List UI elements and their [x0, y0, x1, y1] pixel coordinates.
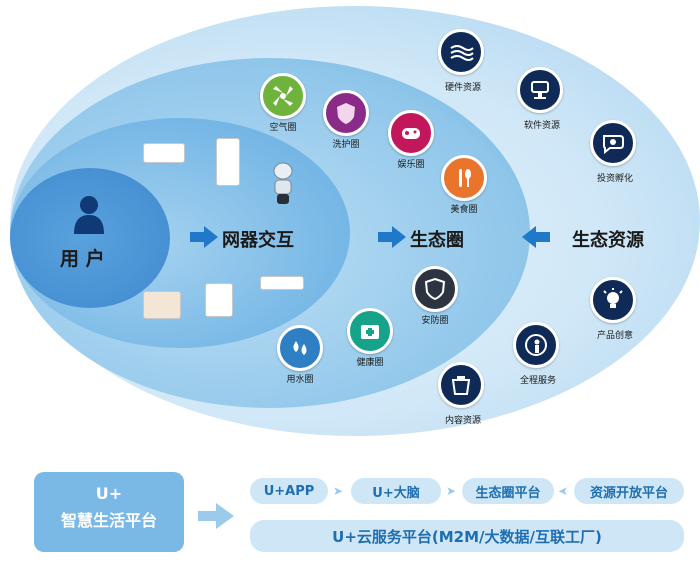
user-icon [72, 194, 106, 238]
chat-money-icon [590, 120, 636, 166]
resource-label: 投资孵化 [596, 174, 634, 184]
circle-label: 安防圈 [421, 316, 449, 326]
circle-label: 洗护圈 [332, 140, 360, 150]
arrow-left-icon [522, 226, 550, 248]
resource-label: 产品创意 [596, 331, 634, 341]
user-ellipse [10, 168, 170, 308]
circle-label: 健康圈 [356, 358, 384, 368]
resources-label: 生态资源 [572, 230, 644, 251]
circle-label: 用水圈 [286, 375, 314, 385]
resource-label: 硬件资源 [444, 83, 482, 93]
air-conditioner-icon [260, 276, 304, 290]
circle-label: 娱乐圈 [397, 160, 425, 170]
platform-arrow-icon [198, 503, 234, 529]
platform-title-line2: 智慧生活平台 [60, 511, 157, 530]
circle-label: 美食圈 [450, 205, 478, 215]
gear-waves-icon [438, 29, 484, 75]
medical-kit-icon [347, 308, 393, 354]
platform-box: U+ 智慧生活平台 [34, 472, 184, 552]
resource-label: 内容资源 [444, 416, 482, 426]
cloud-service-bar: U+云服务平台(M2M/大数据/互联工厂) [250, 520, 684, 552]
fan-icon [260, 73, 306, 119]
pill-ecosystem-platform: 生态圈平台 [462, 478, 554, 504]
content-folder-icon [438, 362, 484, 408]
small-arrow-icon: ➤ [333, 484, 344, 498]
small-arrow-icon: ➤ [446, 484, 457, 498]
lightbulb-icon [590, 277, 636, 323]
robot-icon [268, 162, 298, 210]
security-shield-icon [412, 266, 458, 312]
resource-label: 全程服务 [519, 376, 557, 386]
resource-label: 软件资源 [523, 121, 561, 131]
circle-label: 空气圈 [269, 123, 297, 133]
refrigerator-icon [216, 138, 240, 186]
network-label: 网器交互 [222, 230, 294, 251]
user-label: 用 户 [60, 248, 105, 270]
robot-arm-icon [517, 67, 563, 113]
pill-ubrain: U+大脑 [351, 478, 441, 504]
pill-uapp: U+APP [250, 478, 328, 504]
pill-resource-platform: 资源开放平台 [574, 478, 684, 504]
service-globe-icon [513, 322, 559, 368]
utensils-icon [441, 155, 487, 201]
arrow-right-icon [190, 226, 218, 248]
shield-icon [323, 90, 369, 136]
platform-title-line1: U+ [95, 484, 123, 503]
washing-machine-icon [205, 283, 233, 317]
small-arrow-left-icon: ➤ [558, 484, 569, 498]
ecosystem-label: 生态圈 [410, 230, 464, 251]
arrow-right-icon [378, 226, 406, 248]
microwave-icon [143, 291, 181, 319]
water-heater-icon [143, 143, 185, 163]
water-drops-icon [277, 325, 323, 371]
gamepad-icon [388, 110, 434, 156]
